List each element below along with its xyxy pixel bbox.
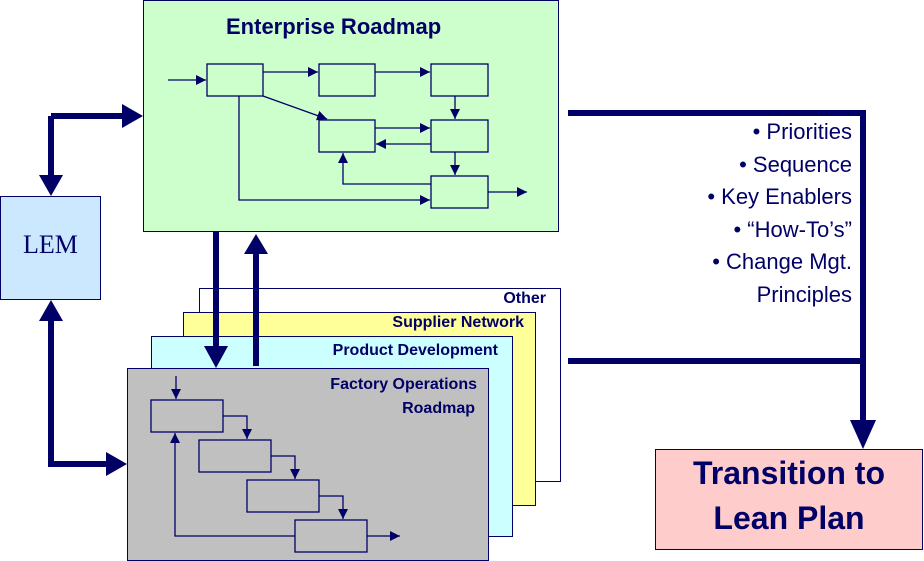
arrow-head-icon (39, 300, 63, 321)
enterprise-output-line (568, 110, 866, 425)
lem-to-factory-arrow (48, 315, 112, 467)
output-bullet-list: • Priorities • Sequence • Key Enablers •… (707, 116, 852, 311)
flow-box (294, 519, 368, 553)
arrow-head-icon (244, 234, 268, 254)
bullet-key-enablers: • Key Enablers (707, 184, 852, 209)
supplier-network-label: Supplier Network (392, 314, 524, 331)
lem-label: LEM (23, 230, 78, 259)
bullet-principles: Principles (756, 281, 852, 307)
flow-box (430, 63, 489, 97)
factory-flowchart (150, 376, 400, 553)
arrow-head-icon (39, 175, 63, 196)
flow-box (150, 399, 224, 433)
arrow-head-icon (850, 420, 876, 449)
flow-box (198, 439, 272, 473)
enterprise-roadmap-title: Enterprise Roadmap (226, 14, 442, 39)
flow-box (206, 63, 264, 97)
flow-box (430, 119, 489, 153)
enterprise-flowchart (168, 63, 527, 209)
product-development-label: Product Development (332, 342, 498, 359)
factory-operations-label: Factory Operations (330, 376, 477, 393)
arrow-head-icon (204, 346, 228, 368)
thick-connectors (48, 110, 866, 467)
flow-box (246, 479, 320, 513)
flow-box (318, 63, 376, 97)
bullet-sequence: • Sequence (739, 151, 852, 177)
bullet-change-mgt: • Change Mgt. (712, 249, 852, 274)
bullet-priorities: • Priorities (752, 119, 852, 144)
arrow-heads (39, 104, 876, 476)
flow-box (318, 119, 376, 153)
flow-box (430, 175, 489, 209)
transition-plan-box (655, 449, 923, 550)
arrow-head-icon (122, 104, 143, 128)
enterprise-roadmap-box (143, 0, 559, 232)
transition-plan-line1: Transition to (693, 455, 885, 491)
other-label: Other (503, 290, 546, 307)
transition-plan-line2: Lean Plan (713, 500, 865, 536)
arrow-head-icon (106, 452, 127, 476)
bullet-how-tos: • “How-To’s” (733, 216, 852, 242)
lem-box (0, 196, 101, 300)
factory-roadmap-label: Roadmap (402, 400, 475, 417)
